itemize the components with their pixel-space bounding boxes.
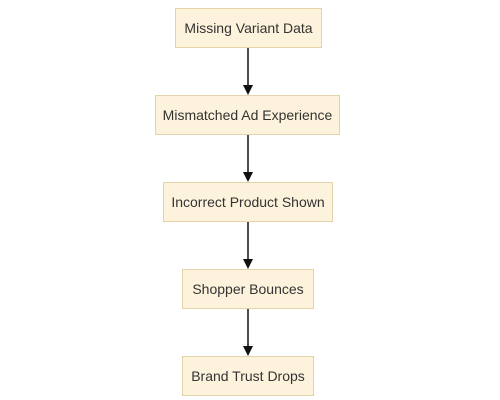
node-missing-variant-data: Missing Variant Data [175,8,322,48]
node-label: Incorrect Product Shown [171,194,325,210]
node-label: Missing Variant Data [184,20,313,36]
node-brand-trust-drops: Brand Trust Drops [182,356,314,396]
node-label: Brand Trust Drops [191,368,305,384]
node-shopper-bounces: Shopper Bounces [182,269,314,309]
node-label: Mismatched Ad Experience [162,107,333,123]
node-mismatched-ad-experience: Mismatched Ad Experience [155,95,340,135]
node-label: Shopper Bounces [192,281,304,297]
node-incorrect-product-shown: Incorrect Product Shown [163,182,333,222]
